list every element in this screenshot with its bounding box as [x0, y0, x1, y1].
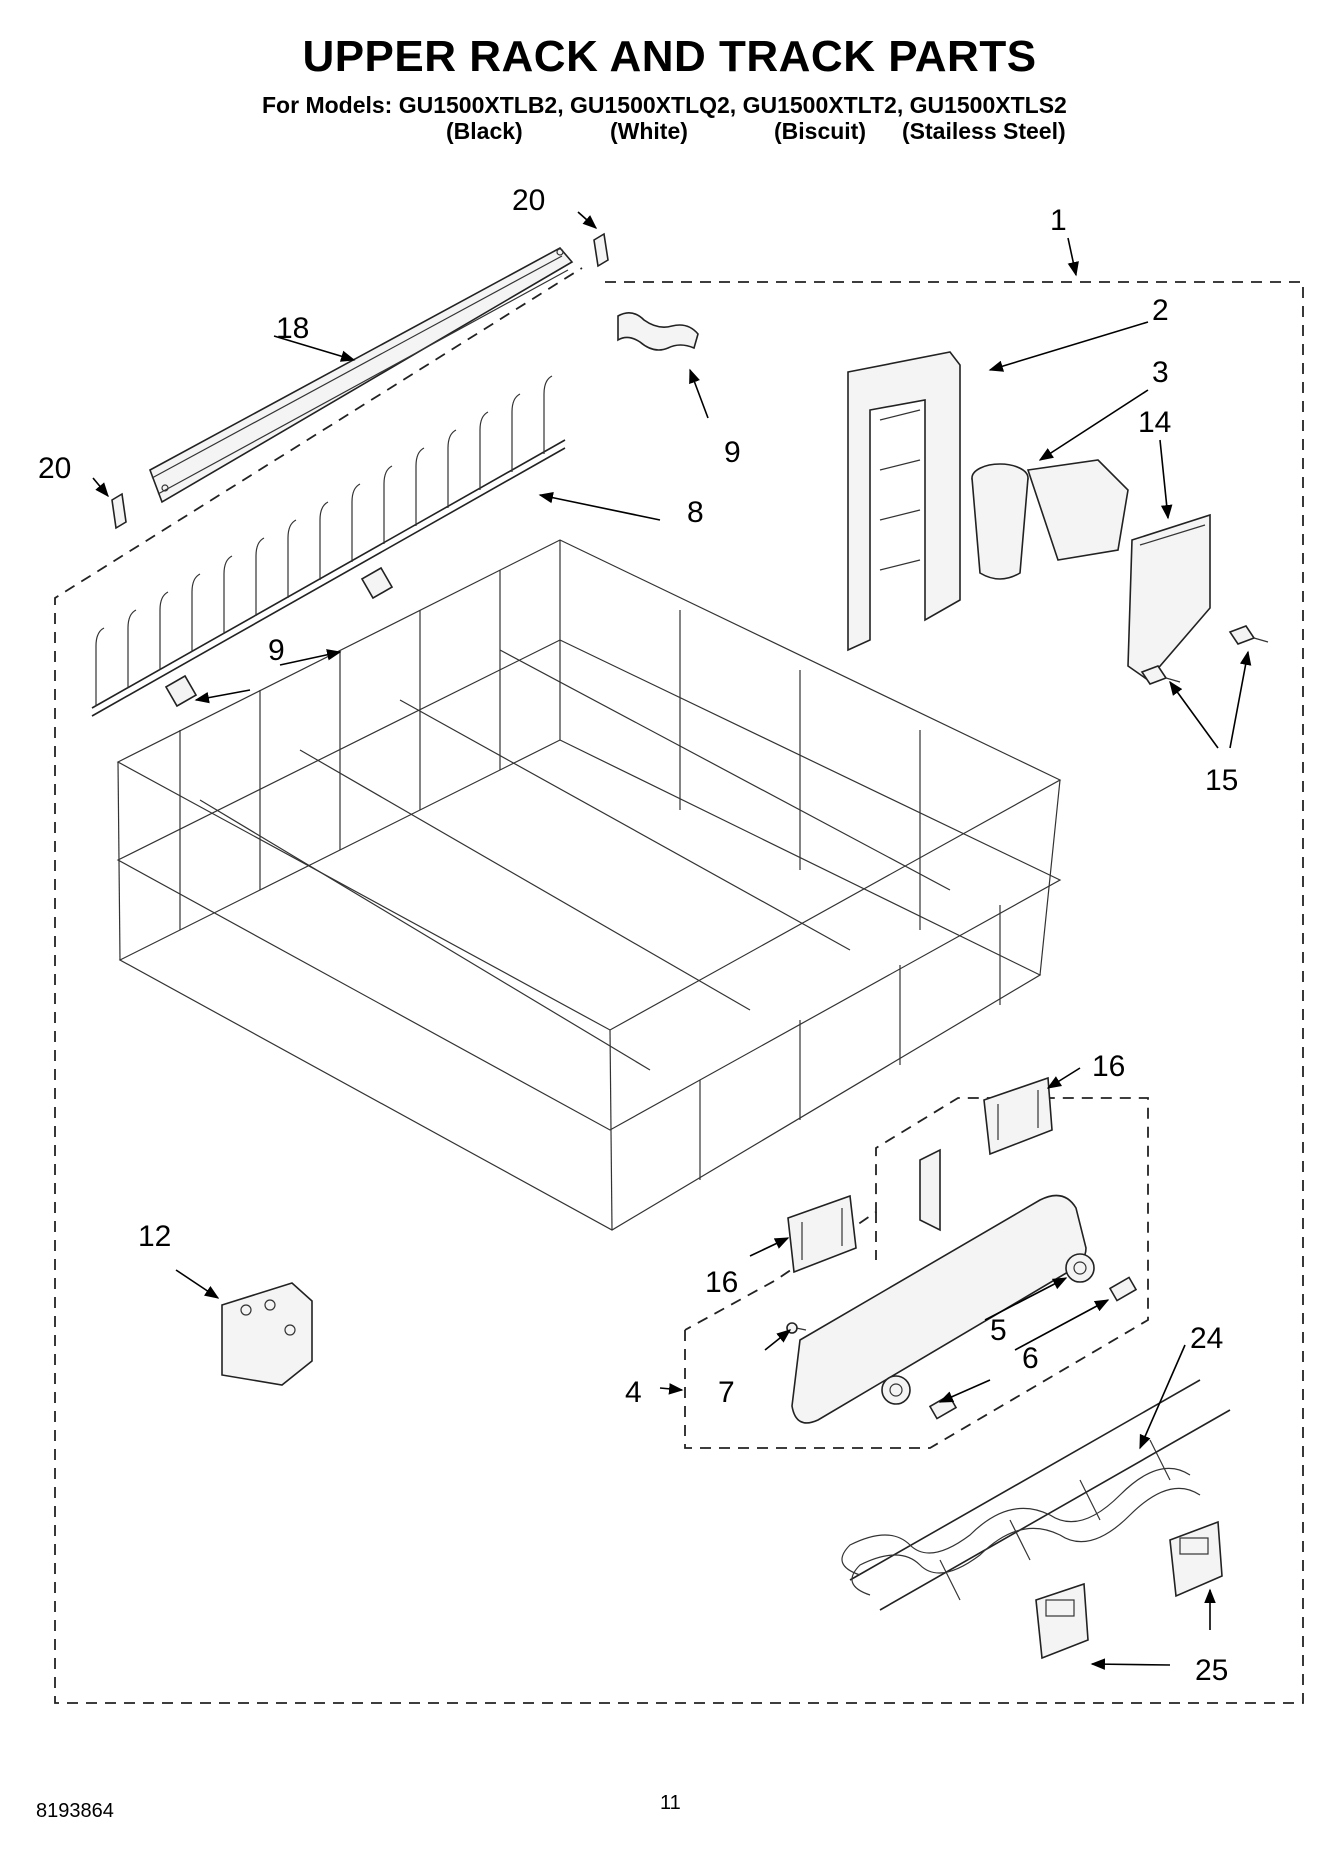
upper-rack-basket: [116, 539, 1062, 1231]
model-color-black: (Black): [446, 118, 523, 144]
wheel-part-5-b: [881, 1375, 911, 1405]
assembly-boundary: [54, 267, 1304, 1704]
callout-5: 5: [990, 1314, 1007, 1347]
callout-7: 7: [718, 1376, 735, 1409]
callout-14: 14: [1138, 406, 1171, 439]
rail-part-18: [149, 246, 574, 504]
model-color-stainless: (Stailess Steel): [902, 118, 1066, 144]
page-title: UPPER RACK AND TRACK PARTS: [302, 32, 1037, 81]
cover-part-3: [971, 459, 1129, 580]
page-number: 11: [660, 1792, 681, 1814]
part-number: 8193864: [36, 1800, 114, 1822]
slide-part-16-a: [983, 1076, 1053, 1156]
adjuster-group-boundary: [684, 1097, 1149, 1449]
slide-part-16-b: [787, 1194, 857, 1274]
adjuster-frame-part-4: [791, 1148, 1087, 1424]
callout-20-top: 20: [512, 184, 545, 217]
axle-part-6-a: [1108, 1276, 1138, 1302]
callout-18: 18: [276, 312, 309, 345]
callout-24: 24: [1190, 1322, 1223, 1355]
end-cap-part-20-left: [111, 492, 127, 530]
axle-part-6-b: [928, 1394, 958, 1420]
end-cap-part-20-top: [593, 232, 609, 268]
models-line: For Models: GU1500XTLB2, GU1500XTLQ2, GU…: [262, 92, 1067, 118]
stop-part-12: [221, 1282, 313, 1386]
tine-row-part-8: [91, 375, 566, 717]
callout-2: 2: [1152, 294, 1169, 327]
model-color-biscuit: (Biscuit): [774, 118, 866, 144]
callout-15: 15: [1205, 764, 1238, 797]
callout-4: 4: [625, 1376, 642, 1409]
screw-part-15-a: [1228, 625, 1269, 645]
callout-16-top: 16: [1092, 1050, 1125, 1083]
callout-1: 1: [1050, 204, 1067, 237]
clip-part-25-a: [1169, 1520, 1223, 1598]
callout-8: 8: [687, 496, 704, 529]
callout-20-left: 20: [38, 452, 71, 485]
bracket-part-14: [1127, 513, 1211, 682]
screw-part-7: [786, 1322, 807, 1334]
callout-9-left: 9: [268, 634, 285, 667]
callout-25: 25: [1195, 1654, 1228, 1687]
clip-part-9: [617, 312, 699, 351]
callout-16-bottom: 16: [705, 1266, 738, 1299]
callout-6: 6: [1022, 1342, 1039, 1375]
wheel-part-5-a: [1065, 1253, 1095, 1283]
callout-12: 12: [138, 1220, 171, 1253]
model-color-white: (White): [610, 118, 688, 144]
tine-row-part-24: [841, 1379, 1231, 1611]
clip-part-25-b: [1035, 1582, 1089, 1660]
callout-3: 3: [1152, 356, 1169, 389]
callout-9-top: 9: [724, 436, 741, 469]
track-assembly-part-2: [847, 351, 961, 652]
